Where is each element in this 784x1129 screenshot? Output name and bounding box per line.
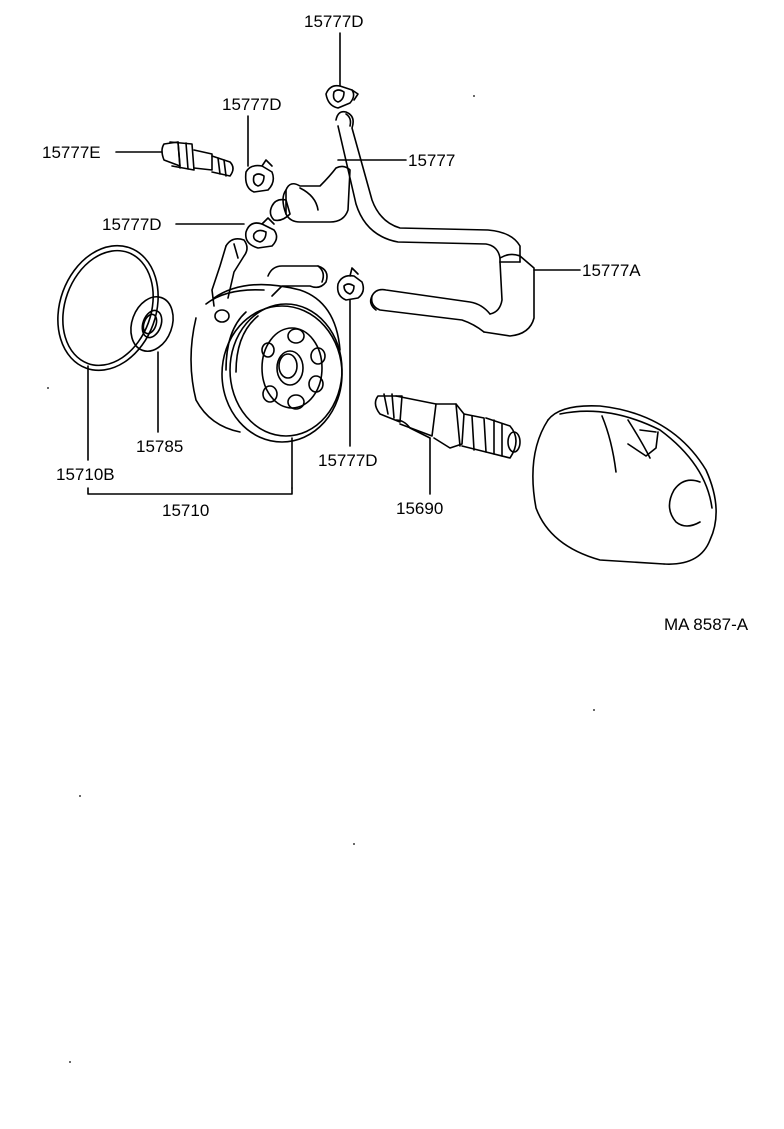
label-15710: 15710	[162, 501, 209, 520]
union-bolt-15690	[374, 393, 521, 459]
cooler-pipes	[211, 238, 328, 307]
oil-hose-15777a	[335, 110, 535, 337]
label-15777e: 15777E	[42, 143, 101, 162]
diagram-reference-code: MA 8587-A	[664, 615, 749, 634]
label-15710b: 15710B	[56, 465, 115, 484]
o-ring-15710b	[57, 244, 159, 372]
label-15777: 15777	[408, 151, 455, 170]
label-15785: 15785	[136, 437, 183, 456]
label-15777a: 15777A	[582, 261, 641, 280]
label-15777d-mid: 15777D	[102, 215, 162, 234]
label-15777d-left: 15777D	[222, 95, 282, 114]
hose-clamp-low	[336, 267, 365, 301]
label-15777d-top: 15777D	[304, 12, 364, 31]
label-15690: 15690	[396, 499, 443, 518]
hose-clamp-mid	[244, 217, 278, 249]
oil-cooler-15710	[190, 283, 343, 443]
gasket-15785	[130, 296, 174, 352]
hose-clamp-top	[325, 84, 359, 109]
label-15777d-low: 15777D	[318, 451, 378, 470]
fitting-15777e	[161, 141, 234, 177]
oil-filter	[532, 404, 717, 565]
oil-hose-15777	[269, 165, 351, 223]
hose-clamp-left	[244, 159, 275, 193]
scan-specks	[47, 95, 595, 1063]
bracket-15710	[87, 487, 293, 495]
